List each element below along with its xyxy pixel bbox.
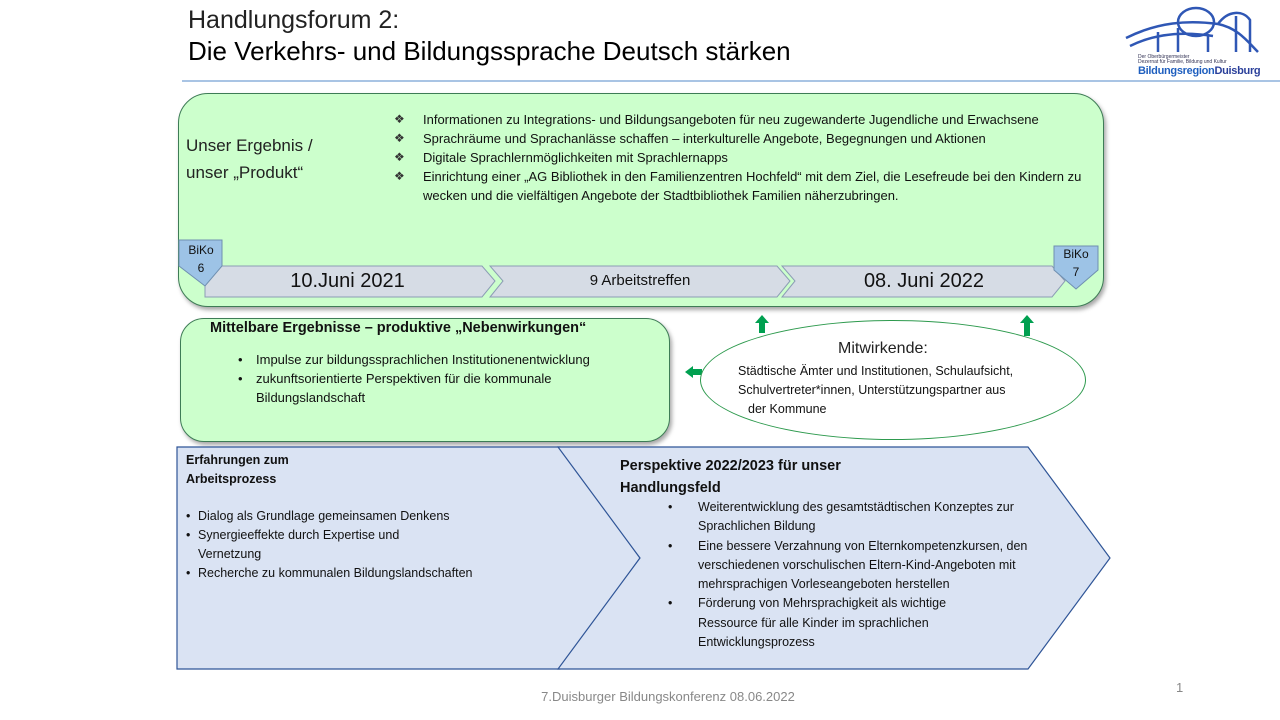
title-line-2: Die Verkehrs- und Bildungssprache Deutsc… bbox=[188, 36, 791, 66]
biko7-line1: BiKo bbox=[1063, 247, 1089, 261]
logo: Der Oberbürgermeister Dezernat für Famil… bbox=[1118, 2, 1270, 78]
header-divider bbox=[182, 80, 1280, 82]
biko6-marker bbox=[178, 239, 223, 287]
timeline-chevron-middle bbox=[488, 265, 791, 298]
biko7-label: BiKo 7 bbox=[1058, 245, 1094, 281]
arrows bbox=[685, 315, 1034, 378]
result-item: Digitale Sprachlernmöglichkeiten mit Spr… bbox=[394, 148, 1094, 167]
biko6-line1: BiKo bbox=[188, 243, 214, 257]
perspective-list: Weiterentwicklung des gesamtstädtischen … bbox=[668, 498, 1053, 652]
timeline-meetings: 9 Arbeitstreffen bbox=[589, 272, 691, 289]
result-item: Informationen zu Integrations- und Bildu… bbox=[394, 110, 1094, 129]
timeline-end-date: 08. Juni 2022 bbox=[863, 270, 985, 292]
perspective-item: Weiterentwicklung des gesamtstädtischen … bbox=[668, 498, 1053, 537]
indirect-item: Impulse zur bildungssprachlichen Institu… bbox=[238, 350, 648, 369]
timeline-start-date: 10.Juni 2021 bbox=[290, 270, 405, 292]
indirect-results-title: Mittelbare Ergebnisse – produktive „Nebe… bbox=[210, 320, 587, 336]
biko6-label: BiKo 6 bbox=[184, 241, 218, 277]
experience-item: Recherche zu kommunalen Bildungslandscha… bbox=[186, 564, 526, 583]
rollercoaster-logo-icon bbox=[1125, 6, 1259, 53]
experience-title-line: Arbeitsprozess bbox=[186, 472, 277, 486]
contributors-ellipse bbox=[700, 320, 1086, 440]
logo-line-1: Der Oberbürgermeister bbox=[1138, 54, 1190, 60]
perspective-title: Perspektive 2022/2023 für unser Handlung… bbox=[620, 458, 841, 496]
title-line-1: Handlungsforum 2: bbox=[188, 6, 400, 34]
experience-list: Dialog als Grundlage gemeinsamen Denkens… bbox=[186, 507, 526, 583]
timeline bbox=[178, 239, 1099, 298]
result-item: Sprachräume und Sprachanlässe schaffen –… bbox=[394, 129, 1094, 148]
arrow-up-icon bbox=[755, 315, 769, 333]
perspective-item: Eine bessere Verzahnung von Elternkompet… bbox=[668, 537, 1050, 595]
biko7-line2: 7 bbox=[1072, 265, 1080, 279]
footer-text: 7.Duisburger Bildungskonferenz 08.06.202… bbox=[541, 689, 795, 704]
biko6-line2: 6 bbox=[197, 261, 205, 275]
logo-brand: BildungsregionDuisburg bbox=[1138, 65, 1261, 77]
page-number: 1 bbox=[1176, 680, 1184, 695]
result-item: Einrichtung einer „AG Bibliothek in den … bbox=[394, 167, 1094, 205]
logo-brand-b: Duisburg bbox=[1214, 65, 1261, 77]
result-label: Unser Ergebnis / unser „Produkt“ bbox=[186, 136, 313, 182]
contributors-line: Städtische Ämter und Institutionen, Schu… bbox=[738, 364, 1014, 378]
timeline-chevron-end bbox=[780, 265, 1066, 298]
experience-item: Synergieeffekte durch Expertise und Vern… bbox=[186, 526, 456, 564]
experience-title-line: Erfahrungen zum bbox=[186, 453, 289, 467]
perspective-item: Förderung von Mehrsprachigkeit als wicht… bbox=[668, 594, 1008, 652]
contributors-line: Schulvertreter*innen, Unterstützungspart… bbox=[738, 383, 1006, 397]
logo-line-2: Dezernat für Familie, Bildung und Kultur bbox=[1138, 59, 1227, 65]
indirect-results-list: Impulse zur bildungssprachlichen Institu… bbox=[238, 350, 648, 407]
result-list: Informationen zu Integrations- und Bildu… bbox=[394, 110, 1094, 205]
arrow-left-icon bbox=[685, 366, 702, 378]
contributors-line: der Kommune bbox=[748, 402, 827, 416]
arrow-up-icon bbox=[1020, 315, 1034, 336]
experience-item: Dialog als Grundlage gemeinsamen Denkens bbox=[186, 507, 526, 526]
logo-brand-a: Bildungsregion bbox=[1138, 65, 1215, 77]
contributors-text: Städtische Ämter und Institutionen, Schu… bbox=[738, 362, 1078, 419]
indirect-item: zukunftsorientierte Perspektiven für die… bbox=[238, 369, 648, 407]
contributors-title: Mitwirkende: bbox=[838, 340, 928, 357]
biko7-marker bbox=[1053, 245, 1099, 290]
timeline-chevron-start bbox=[204, 265, 496, 298]
